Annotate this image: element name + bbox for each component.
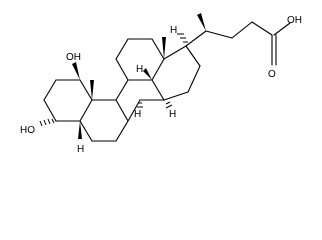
oh-left-label: HO — [20, 125, 35, 136]
ring-d — [163, 45, 201, 101]
h14-hash-bond — [165, 101, 173, 109]
c1-oh-wedge-bond — [72, 62, 80, 80]
angular-methyls — [90, 37, 166, 100]
h5-label: H — [77, 144, 84, 155]
h8-wedge-bond — [143, 68, 152, 80]
h9-hash-bond — [137, 102, 143, 108]
hydroxyl-bonds — [39, 62, 80, 127]
ring-b — [79, 99, 129, 142]
h17-label: H — [170, 25, 177, 36]
methyl-wedge-bond — [197, 13, 206, 31]
h17-hash-bond — [177, 33, 188, 43]
c10-methyl-wedge-bond — [90, 80, 94, 100]
molecule-diagram: OH HO OH O H H H H H — [20, 13, 302, 155]
acid-oh-label: OH — [287, 15, 302, 26]
ring-a — [43, 79, 93, 122]
c13-methyl-wedge-bond — [162, 37, 166, 59]
c3-oh-hash-bond — [39, 118, 55, 127]
ring-c — [115, 38, 165, 122]
acid-o-label: O — [268, 69, 276, 80]
h8-label: H — [136, 64, 143, 75]
h9-label: H — [134, 109, 141, 120]
stereo-h-bonds — [78, 33, 188, 139]
h14-label: H — [169, 109, 176, 120]
side-chain — [185, 13, 291, 66]
oh-top-label: OH — [66, 52, 81, 63]
h5-wedge-bond — [78, 121, 82, 139]
